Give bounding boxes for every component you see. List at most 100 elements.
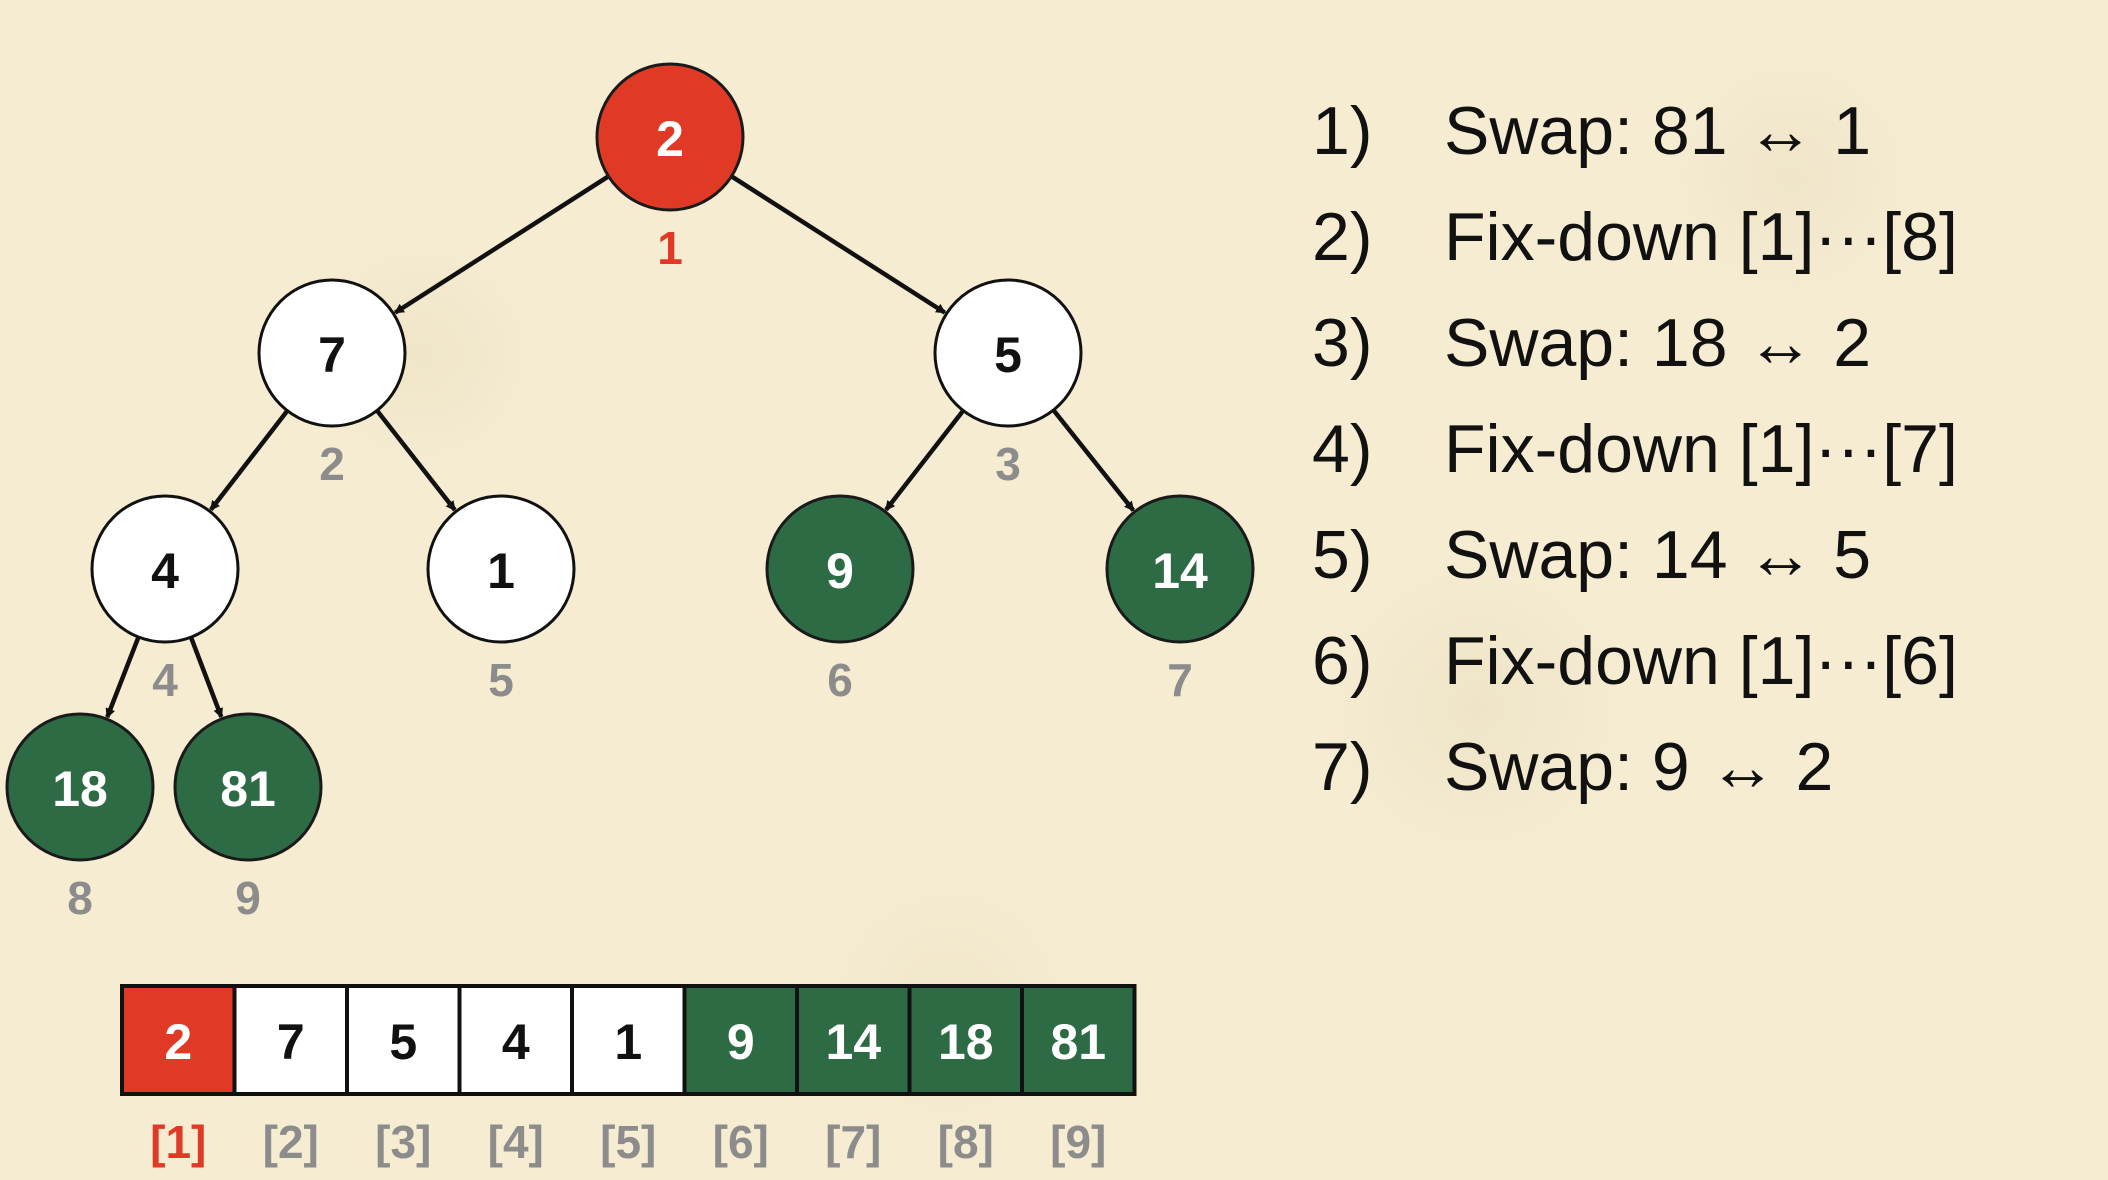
array-index-label: [7] [825,1116,881,1168]
array-index-label: [1] [150,1116,206,1168]
tree-node: 53 [933,278,1083,490]
node-index-label: 3 [995,438,1021,490]
step-item: 5) Swap: 14 ↔ 5 [1312,502,1958,608]
array-cell-value: 1 [614,1014,642,1070]
array-cell-value: 9 [727,1014,755,1070]
node-index-label: 5 [488,654,514,706]
step-number: 6) [1312,623,1373,699]
node-value: 2 [656,111,684,167]
node-circle [257,278,407,428]
array-cell-box [795,984,912,1096]
node-circle [90,494,240,644]
tree-edge [209,409,290,512]
array-cell: 4 [4] [457,984,574,1168]
array-cell-box [1020,984,1137,1096]
array-cell-box [570,984,687,1096]
heap-array: 2 [1] 7[2] 5 [3] 4 [4] 1 [5] 9 [6] 14 [7] 18 [8] 81 [9] [120,984,1137,1168]
tree-edges [105,174,1136,719]
steps-list: 1) Swap: 81 ↔ 1 2) Fix-down [1]···[8] 3)… [1312,78,1958,820]
step-text: Swap: 18 ↔ 2 [1444,305,1872,381]
node-index-label: 1 [657,222,683,274]
tree-node: 15 [426,494,576,706]
array-cell-box [345,984,462,1096]
node-value: 4 [151,543,179,599]
tree-node: 44 [90,494,240,706]
array-cell-value: 81 [1050,1014,1106,1070]
step-text: Swap: 9 ↔ 2 [1444,729,1834,805]
array-index-label: [5] [600,1116,656,1168]
node-value: 81 [220,761,276,817]
node-circle [426,494,576,644]
step-number: 7) [1312,729,1373,805]
tree-edge [393,174,610,315]
step-item: 6) Fix-down [1]···[6] [1312,608,1958,714]
node-value: 9 [826,543,854,599]
step-item: 7) Swap: 9 ↔ 2 [1312,714,1958,820]
array-cell-box [907,984,1024,1096]
array-index-label: [3] [375,1116,431,1168]
array-cell-value: 4 [502,1014,530,1070]
array-cell-value: 5 [389,1014,417,1070]
step-number: 5) [1312,517,1373,593]
tree-node: 18 8 [5,712,155,924]
node-value: 18 [52,761,108,817]
array-cell-value: 18 [938,1014,994,1070]
array-cell: 5 [3] [345,984,462,1168]
array-index-label: [4] [488,1116,544,1168]
step-number: 4) [1312,411,1373,487]
node-circle [595,62,745,212]
step-number: 3) [1312,305,1373,381]
node-circle [5,712,155,862]
node-index-label: 8 [67,872,93,924]
node-circle [173,712,323,862]
tree-edge [730,174,947,315]
node-index-label: 4 [152,654,178,706]
node-value: 5 [994,327,1022,383]
step-text: Swap: 14 ↔ 5 [1444,517,1872,593]
node-circle [1105,494,1255,644]
array-cell-value: 14 [825,1014,881,1070]
node-circle [933,278,1083,428]
array-index-label: [6] [713,1116,769,1168]
array-cell: 1 [5] [570,984,687,1168]
tree-edge [1051,408,1136,512]
array-cell-value: 2 [164,1014,192,1070]
step-item: 1) Swap: 81 ↔ 1 [1312,78,1958,184]
tree-edge [105,636,141,719]
step-text: Fix-down [1]···[6] [1444,623,1958,699]
step-text: Swap: 81 ↔ 1 [1444,93,1872,169]
tree-edge [188,636,224,719]
array-cell: 81 [9] [1020,984,1137,1168]
array-cell: 7[2] [232,984,349,1168]
array-cell: 18 [8] [907,984,1024,1168]
step-text: Fix-down [1]···[7] [1444,411,1958,487]
node-value: 14 [1152,543,1208,599]
step-item: 3) Swap: 18 ↔ 2 [1312,290,1958,396]
node-circle [765,494,915,644]
tree-node: 21 [595,62,745,274]
array-cell-value: 7 [277,1014,305,1070]
tree-node: 14 7 [1105,494,1255,706]
step-item: 2) Fix-down [1]···[8] [1312,184,1958,290]
node-index-label: 9 [235,872,261,924]
array-cell-box [457,984,574,1096]
step-item: 4) Fix-down [1]···[7] [1312,396,1958,502]
array-cell: 9 [6] [682,984,799,1168]
tree-node: 72 [257,278,407,490]
array-index-label: [9] [1050,1116,1106,1168]
tree-node: 81 9 [173,712,323,924]
tree-node: 96 [765,494,915,706]
array-cell: 14 [7] [795,984,912,1168]
tree-edge [375,409,457,512]
step-number: 2) [1312,199,1373,275]
node-index-label: 6 [827,654,853,706]
node-index-label: 7 [1167,654,1193,706]
tree-edge [884,409,965,512]
array-cell: 2 [1] [120,984,237,1168]
node-value: 7 [318,327,346,383]
array-index-label: [8] [938,1116,994,1168]
node-value: 1 [487,543,515,599]
